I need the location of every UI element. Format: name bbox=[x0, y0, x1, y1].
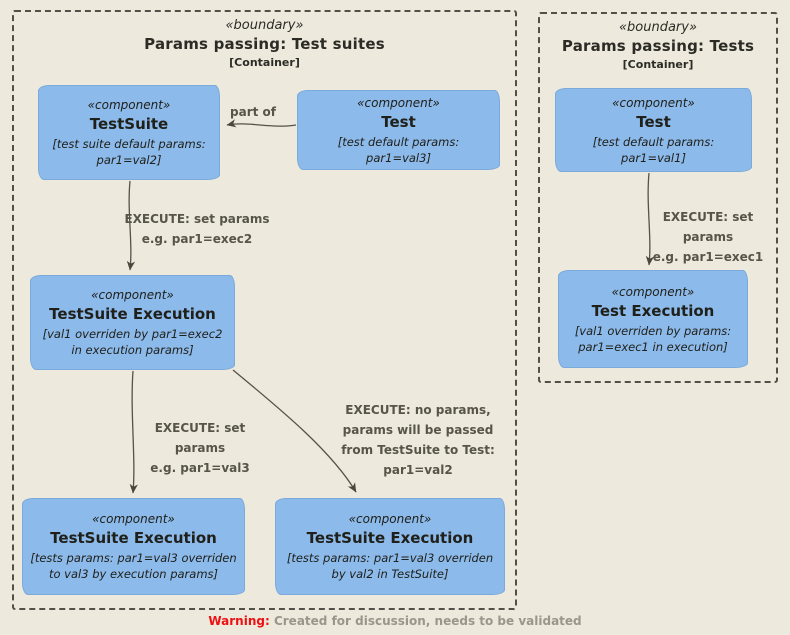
node-stereotype: «component» bbox=[611, 284, 695, 299]
boundary-subtitle: [Container] bbox=[622, 58, 694, 71]
node-description: [test default params: par1=val1] bbox=[592, 134, 715, 165]
node-description: [test suite default params: par1=val2] bbox=[52, 137, 206, 167]
boundary-title: Params passing: Test suites bbox=[144, 35, 385, 53]
node-testsuite-execution-tests-params-val3: «component» TestSuite Execution [tests p… bbox=[22, 498, 245, 595]
boundary-subtitle: [Container] bbox=[229, 56, 300, 69]
node-stereotype: «component» bbox=[612, 95, 695, 110]
boundary-test-suites-header: «boundary» Params passing: Test suites [… bbox=[14, 17, 515, 70]
node-stereotype: «component» bbox=[348, 512, 432, 526]
boundary-title: Params passing: Tests bbox=[561, 37, 755, 55]
node-name: TestSuite bbox=[89, 115, 169, 133]
node-name: Test bbox=[636, 112, 671, 131]
node-stereotype: «component» bbox=[357, 95, 440, 110]
node-name: TestSuite Execution bbox=[50, 529, 217, 547]
node-description: [tests params: par1=val3 overriden by va… bbox=[286, 551, 494, 581]
node-description: [val1 overriden by par1=exec2 in executi… bbox=[42, 327, 223, 357]
node-test-tests-boundary: «component» Test [test default params: p… bbox=[555, 88, 752, 172]
node-description: [test default params: par1=val3] bbox=[337, 134, 460, 165]
warning-text: Created for discussion, needs to be vali… bbox=[269, 614, 582, 628]
node-description: [tests params: par1=val3 overriden to va… bbox=[30, 551, 237, 581]
node-description: [val1 overriden by params: par1=exec1 in… bbox=[574, 323, 732, 354]
warning-note: Warning: Created for discussion, needs t… bbox=[0, 613, 790, 629]
edge-label-part-of: part of bbox=[230, 105, 276, 119]
node-testsuite: «component» TestSuite [test suite defaul… bbox=[38, 85, 220, 180]
node-name: TestSuite Execution bbox=[49, 305, 216, 323]
node-name: TestSuite Execution bbox=[306, 529, 474, 547]
node-name: Test bbox=[381, 112, 416, 131]
node-test: «component» Test [test default params: p… bbox=[297, 90, 500, 170]
node-test-execution: «component» Test Execution [val1 overrid… bbox=[558, 270, 748, 368]
edge-label-execute-val3: EXECUTE: set params e.g. par1=val3 bbox=[150, 421, 250, 475]
boundary-tests-header: «boundary» Params passing: Tests [Contai… bbox=[540, 19, 776, 72]
boundary-tests: «boundary» Params passing: Tests [Contai… bbox=[538, 12, 778, 383]
node-stereotype: «component» bbox=[87, 98, 171, 112]
node-stereotype: «component» bbox=[92, 512, 175, 526]
node-testsuite-execution-tests-params-val2: «component» TestSuite Execution [tests p… bbox=[275, 498, 505, 595]
boundary-test-suites: «boundary» Params passing: Test suites [… bbox=[12, 10, 517, 610]
boundary-stereotype: «boundary» bbox=[225, 18, 304, 33]
node-name: Test Execution bbox=[591, 301, 715, 320]
edge-label-execute-exec2: EXECUTE: set params e.g. par1=exec2 bbox=[124, 212, 270, 246]
node-testsuite-execution: «component» TestSuite Execution [val1 ov… bbox=[30, 275, 235, 370]
warning-label: Warning: bbox=[208, 614, 270, 628]
boundary-stereotype: «boundary» bbox=[619, 20, 697, 35]
edge-label-execute-exec1: EXECUTE: set params e.g. par1=exec1 bbox=[652, 210, 764, 264]
node-stereotype: «component» bbox=[91, 288, 174, 302]
edge-label-execute-no-params: EXECUTE: no params, params will be passe… bbox=[341, 403, 495, 477]
